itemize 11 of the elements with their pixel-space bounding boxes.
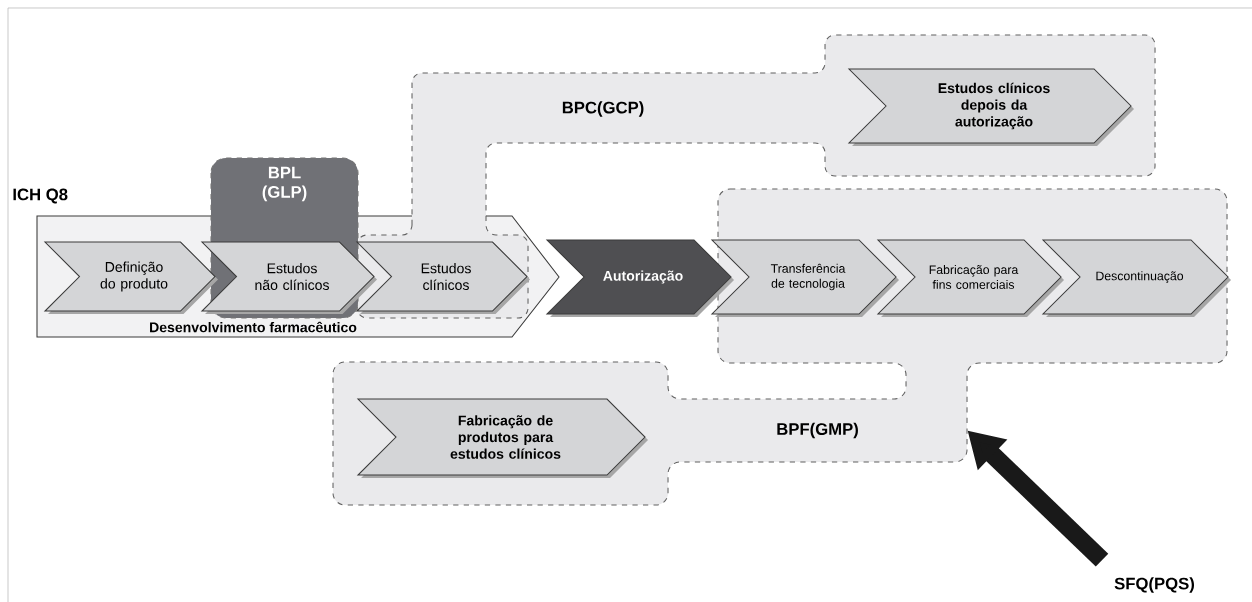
node-label: ICH Q8 (13, 188, 68, 204)
chevron-box: Definição do produto (43, 241, 218, 314)
chevron-box: Descontinuação (1041, 239, 1231, 317)
chevron-box: Transferência de tecnologia (710, 239, 899, 317)
chevron-box: Fabricação para fins comerciais (876, 239, 1064, 317)
chevron-box: Autorização (545, 239, 734, 317)
label-text: SFQ(PQS) (1114, 577, 1194, 593)
chevron-box: Fabricação de produtos para estudos clínicos (356, 398, 648, 478)
chevron-box: Estudos clínicos (355, 241, 530, 314)
chevron-box: Estudos não clínicos (200, 241, 377, 314)
chevron-box: Estudos clínicos depois da autorização (847, 68, 1134, 146)
